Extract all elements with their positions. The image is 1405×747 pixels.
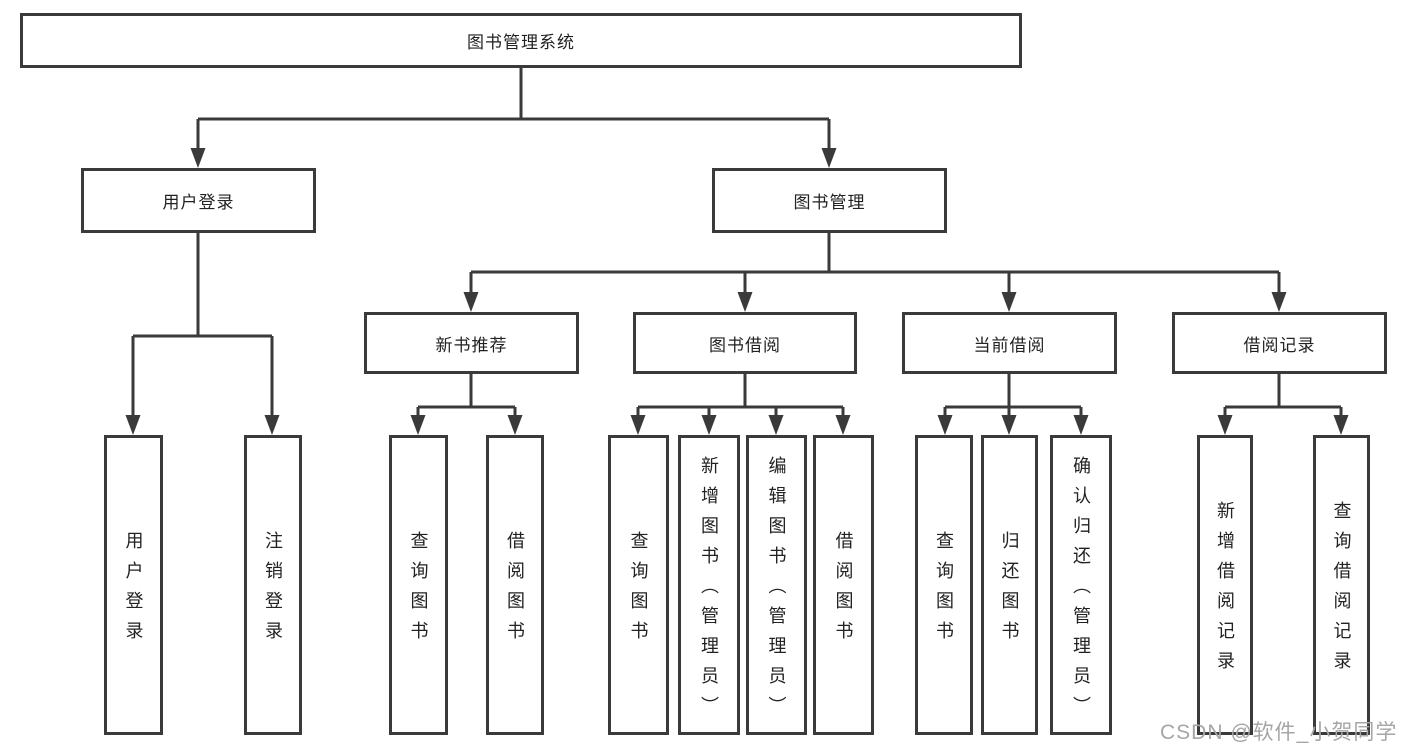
node-label: 查询图书 (934, 531, 954, 651)
node-borrow-records: 借阅记录 (1172, 312, 1387, 374)
leaf-query-borrow-record: 查询借阅记录 (1313, 435, 1370, 735)
leaf-borrow-books: 借阅图书 (813, 435, 874, 735)
node-label: 图书管理 (793, 193, 866, 212)
node-book-borrow: 图书借阅 (633, 312, 857, 374)
node-user-login: 用户登录 (81, 168, 316, 233)
node-label: 新书推荐 (435, 335, 508, 355)
node-system-root: 图书管理系统 (20, 13, 1022, 68)
leaf-query-books-recommend: 查询图书 (389, 435, 448, 735)
node-book-management: 图书管理 (712, 168, 947, 233)
leaf-confirm-return-admin: 确认归还（管理员） (1050, 435, 1112, 735)
node-new-book-recommend: 新书推荐 (364, 312, 579, 374)
node-label: 图书管理系统 (467, 33, 575, 52)
node-label: 编辑图书（管理员） (766, 456, 787, 726)
node-label: 借阅图书 (505, 531, 525, 651)
leaf-add-books-admin: 新增图书（管理员） (678, 435, 740, 735)
node-label: 归还图书 (999, 531, 1020, 651)
node-label: 借阅记录 (1243, 335, 1316, 355)
node-current-borrow: 当前借阅 (902, 312, 1117, 374)
leaf-add-borrow-record: 新增借阅记录 (1197, 435, 1253, 735)
leaf-edit-books-admin: 编辑图书（管理员） (746, 435, 807, 735)
node-label: 新增图书（管理员） (699, 456, 719, 726)
node-label: 用户登录 (123, 531, 144, 651)
node-label: 图书借阅 (709, 335, 781, 355)
leaf-query-books-borrow: 查询图书 (608, 435, 669, 735)
node-label: 查询图书 (408, 531, 429, 651)
node-label: 新增借阅记录 (1215, 501, 1235, 681)
node-label: 查询借阅记录 (1331, 501, 1352, 681)
leaf-logout: 注销登录 (244, 435, 302, 735)
node-label: 查询图书 (628, 531, 649, 651)
leaf-user-login: 用户登录 (104, 435, 163, 735)
node-label: 注销登录 (263, 531, 283, 651)
leaf-return-books: 归还图书 (981, 435, 1038, 735)
leaf-query-books-current: 查询图书 (915, 435, 973, 735)
csdn-watermark: CSDN @软件_小贺同学 (1160, 721, 1398, 744)
node-label: 借阅图书 (833, 531, 854, 651)
node-label: 用户登录 (162, 193, 235, 212)
node-label: 当前借阅 (973, 335, 1046, 355)
node-label: 确认归还（管理员） (1071, 456, 1091, 726)
leaf-borrow-books-recommend: 借阅图书 (486, 435, 544, 735)
